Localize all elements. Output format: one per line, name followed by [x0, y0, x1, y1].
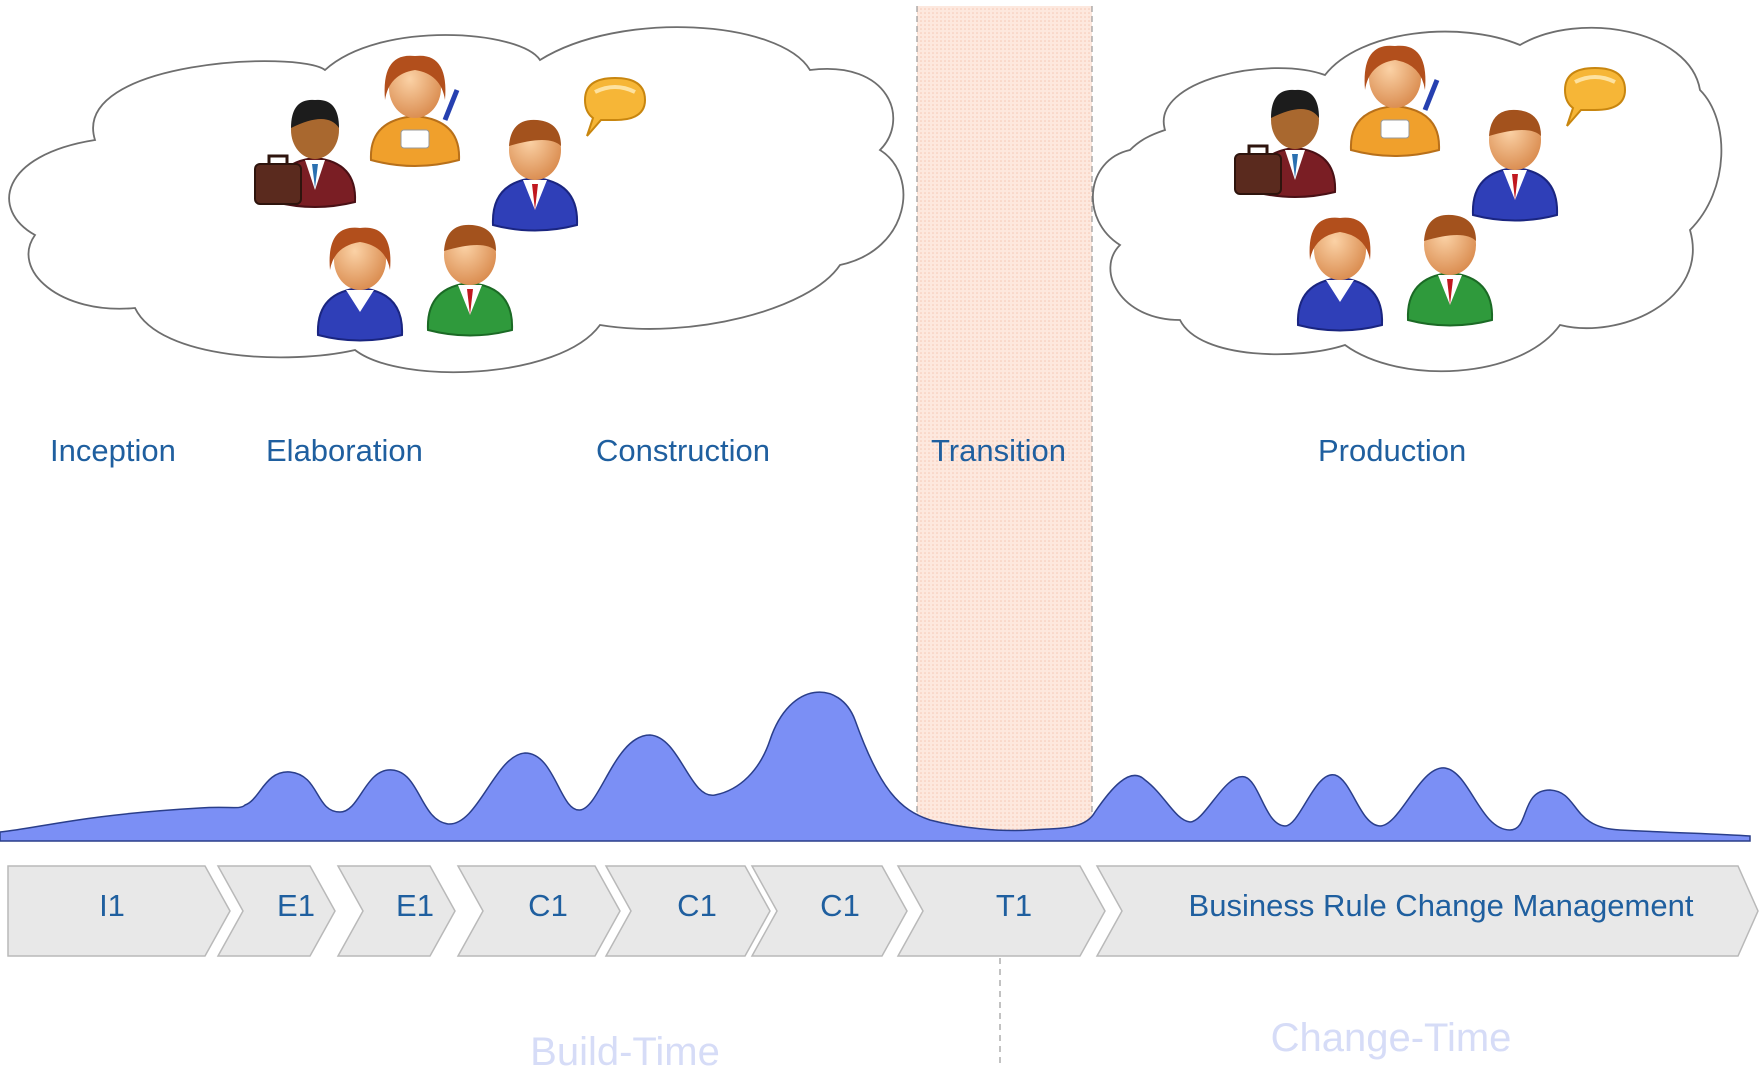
chevron-c1-a	[456, 865, 621, 957]
phase-construction: Construction	[596, 433, 771, 468]
cloud-icon	[1091, 26, 1723, 373]
chevron-e1-a	[216, 865, 336, 957]
phase-elaboration: Elaboration	[266, 433, 423, 468]
iteration-label: Business Rule Change Management	[1188, 888, 1694, 923]
iteration-label: I1	[99, 888, 125, 923]
build-time-label: Build-Time	[530, 1030, 720, 1074]
iteration-label: C1	[528, 888, 568, 923]
cloud-icon	[8, 26, 905, 374]
chevron-e1-b	[336, 865, 456, 957]
phase-inception: Inception	[50, 433, 176, 468]
iteration-label: T1	[995, 888, 1033, 923]
change-time-label: Change-Time	[1270, 1016, 1512, 1060]
chevron-t1	[896, 865, 1106, 957]
iteration-label: E1	[396, 888, 434, 923]
chevron-c1-c	[750, 865, 908, 957]
chevron-c1-b	[604, 865, 771, 957]
transition-band	[917, 6, 1092, 841]
iteration-label: C1	[820, 888, 860, 923]
chevron-brcm	[1095, 865, 1759, 957]
iteration-label: E1	[277, 888, 315, 923]
phase-transition: Transition	[931, 433, 1066, 468]
iteration-label: C1	[677, 888, 717, 923]
phase-production: Production	[1318, 433, 1467, 468]
chevron-i1	[7, 865, 231, 957]
effort-curve	[0, 691, 1751, 842]
